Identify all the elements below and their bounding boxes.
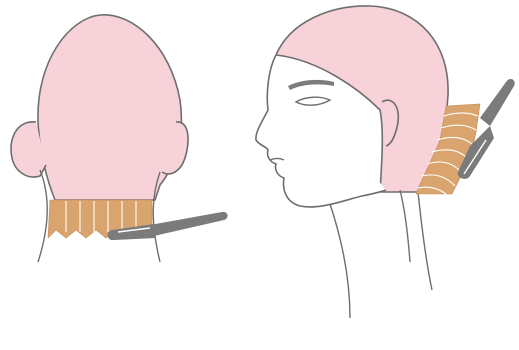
back-view [11,15,228,262]
neck-outline [330,190,432,318]
side-profile-view [256,6,515,318]
